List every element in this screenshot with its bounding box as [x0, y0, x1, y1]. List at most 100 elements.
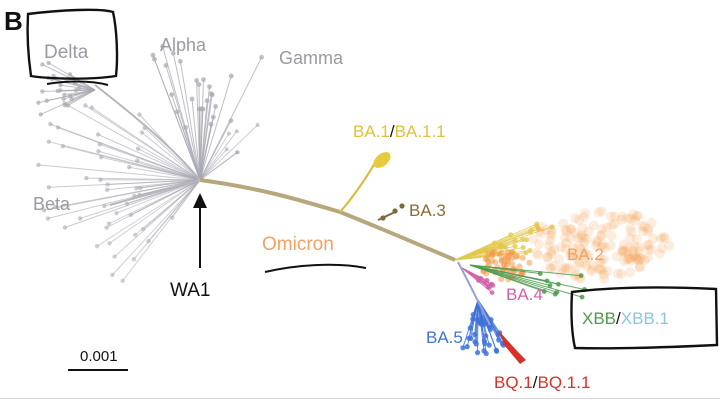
gamma-outer-tip [236, 150, 240, 154]
alpha-gamma-tip [178, 59, 183, 64]
ba4-tip [490, 290, 495, 295]
ba2-cloud-tip [625, 223, 635, 233]
ba2-cloud-tip [554, 254, 564, 264]
alpha-gamma-tip [199, 106, 204, 111]
alpha-gamma-tip [164, 63, 169, 68]
alpha-gamma-tip [259, 55, 264, 60]
label-gamma: Gamma [279, 48, 344, 68]
ba2-yellow-tip [527, 248, 532, 253]
beta-lower-tip [110, 273, 114, 277]
ba2-cloud-tip [577, 230, 587, 240]
ba2-yellow-tip [528, 229, 533, 234]
ba2-core-tip [489, 252, 495, 258]
ba2-cloud-tip [638, 226, 648, 236]
beta-branch [92, 108, 200, 180]
label-ba5: BA.5 [426, 328, 463, 347]
ba2-cloud-tip [618, 245, 628, 255]
ba2-cloud-tip [532, 248, 542, 258]
label-bq1: BQ.1 [494, 373, 533, 392]
ba2-core-tip [499, 257, 505, 263]
alpha-gamma-branch [166, 65, 200, 180]
xbb-tip [579, 273, 584, 278]
delta-branch [38, 90, 95, 103]
ba5-tip [481, 348, 486, 353]
beta-tip [96, 132, 100, 136]
ba2-core-tip [497, 252, 503, 258]
delta-tip [58, 88, 62, 92]
lineage-tips [36, 44, 674, 356]
label-xbb: XBB [582, 309, 616, 328]
beta-lower-tip [114, 211, 118, 215]
alpha-gamma-tip [201, 77, 206, 82]
beta-tip [98, 178, 102, 182]
ba2-cloud-tip [594, 207, 604, 217]
ba2-cloud-tip [558, 219, 568, 229]
beta-lower-tip [132, 257, 136, 261]
ba5-tip [480, 321, 485, 326]
ba2-core-tip [492, 259, 498, 265]
beta-branch [101, 157, 200, 180]
ba2-cloud-tip [617, 212, 627, 222]
ba2-cloud-tip [560, 263, 570, 273]
beta-tip [84, 176, 88, 180]
label-omicron: Omicron [262, 234, 334, 255]
xbb-tip [538, 271, 543, 276]
ba2-cloud-tip [534, 239, 544, 249]
label-bq11: BQ.1.1 [537, 373, 590, 392]
beta-lower-tip [141, 227, 145, 231]
label-delta: Delta [44, 42, 89, 63]
hand-drawn-underline-omicron [265, 265, 366, 272]
ba2-core-tip [527, 260, 533, 266]
beta-tip [137, 112, 141, 116]
gamma-outer-tip [235, 129, 239, 133]
ba2-cloud-tip [580, 208, 590, 218]
beta-tip [105, 182, 109, 186]
ba2-cloud-tip [625, 267, 635, 277]
ba2-cloud-tip [596, 264, 606, 274]
alpha-gamma-tip [229, 118, 234, 123]
ba2-yellow-tip [512, 244, 517, 249]
ba2-cloud-tip [549, 245, 559, 255]
beta-branch [98, 135, 200, 181]
ba2-cloud-tip [616, 269, 626, 279]
alpha-gamma-tip [151, 53, 156, 58]
ba2-cloud-tip [607, 220, 617, 230]
ba2-cloud-tip [632, 211, 642, 221]
beta-tip [96, 149, 100, 153]
delta-tip [58, 83, 62, 87]
ba3-dot [392, 208, 397, 213]
label-ba3: BA.3 [409, 201, 446, 220]
label-ba1-group: BA.1/BA.1.1 [353, 122, 446, 141]
alpha-gamma-tip [213, 104, 218, 109]
ba2-cloud-tip [570, 271, 580, 281]
beta-tip [62, 101, 66, 105]
delta-tip [36, 101, 40, 105]
beta-tip [127, 165, 131, 169]
ba5-tip [487, 343, 492, 348]
beta-lower-tip [112, 254, 116, 258]
ba5-tip [475, 350, 480, 355]
delta-tip [40, 89, 44, 93]
ba5-tip [474, 317, 479, 322]
ba2-yellow-tip [521, 245, 526, 250]
beta-tip [78, 216, 82, 220]
beta-lower-tip [104, 226, 108, 230]
delta-tip [39, 112, 43, 116]
beta-tip [140, 130, 144, 134]
label-bq1-group: BQ.1/BQ.1.1 [494, 373, 590, 392]
ba2-yellow-tip [503, 245, 508, 250]
panel-letter: B [4, 6, 23, 36]
beta-tip [98, 142, 102, 146]
scale-bar-label: 0.001 [80, 348, 118, 365]
label-alpha: Alpha [160, 35, 207, 55]
label-xbb1: XBB.1 [621, 309, 669, 328]
wa1-arrow-head [193, 193, 207, 208]
alpha-gamma-tip [205, 98, 210, 103]
beta-tip [46, 216, 50, 220]
ba2-cloud-tip [607, 231, 617, 241]
ba4-tip [487, 285, 492, 290]
beta-tip [90, 105, 94, 109]
alpha-gamma-tip [207, 84, 212, 89]
label-ba2: BA.2 [567, 245, 604, 264]
gamma-outer-tip [225, 147, 229, 151]
